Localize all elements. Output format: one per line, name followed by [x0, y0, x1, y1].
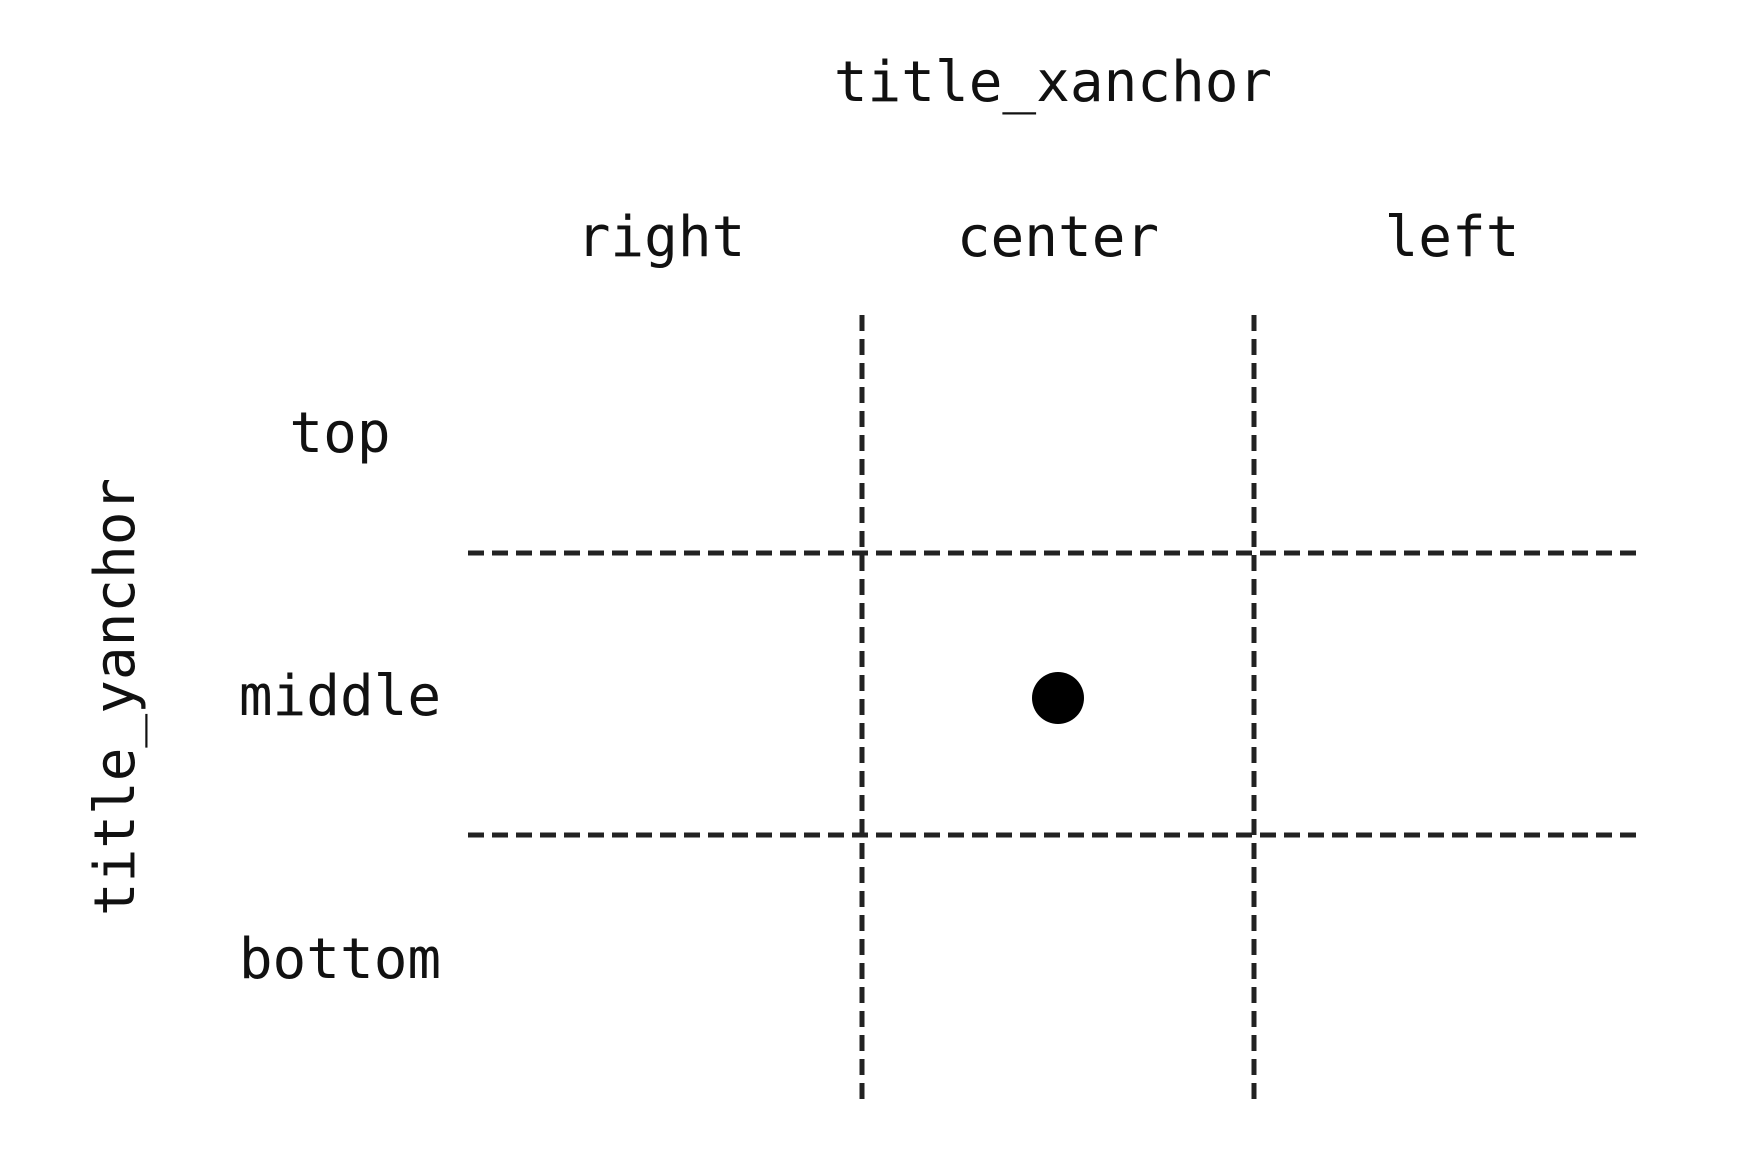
x-axis-title: title_xanchor [834, 50, 1272, 115]
row-label-top: top [289, 401, 390, 466]
row-label-middle: middle [239, 664, 441, 729]
y-axis-title: title_yanchor [83, 478, 148, 916]
column-label-center: center [957, 205, 1159, 270]
column-label-right: right [577, 205, 746, 270]
anchor-marker-dot [1032, 672, 1084, 724]
column-label-left: left [1385, 205, 1520, 270]
row-label-bottom: bottom [239, 927, 441, 992]
